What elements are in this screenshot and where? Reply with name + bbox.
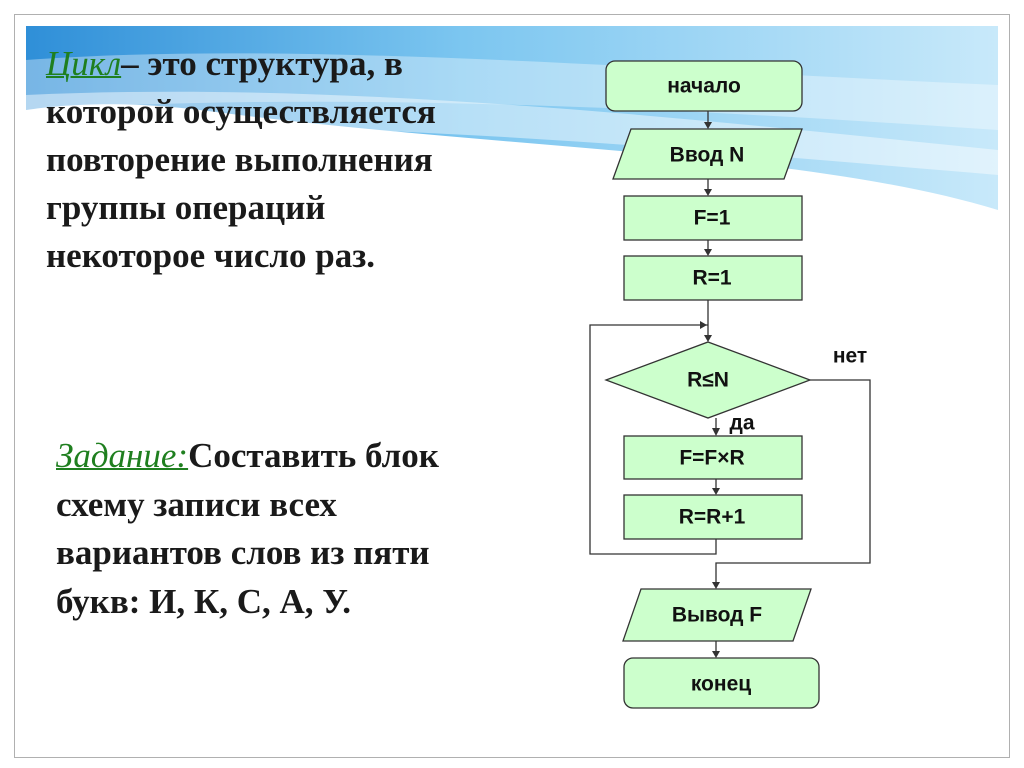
condition-label: R≤N <box>687 369 729 392</box>
input-block: Ввод N <box>612 128 803 180</box>
flowchart-connectors <box>589 111 871 658</box>
task-text: Составить блок схему записи всех вариант… <box>56 436 439 621</box>
input-label: Ввод N <box>670 144 745 167</box>
end-block: конец <box>623 657 820 709</box>
output-block: Вывод F <box>622 588 812 642</box>
start-block: начало <box>605 60 803 112</box>
increment-block: R=R+1 <box>623 494 803 540</box>
multiply-block: F=F×R <box>623 435 803 480</box>
output-label: Вывод F <box>672 604 762 627</box>
definition-text: – это структура, в которой осуществляетс… <box>46 44 436 275</box>
increment-label: R=R+1 <box>679 506 746 529</box>
init-r-label: R=1 <box>692 267 731 290</box>
task-paragraph: Задание:Составить блок схему записи всех… <box>56 432 456 626</box>
init-r-block: R=1 <box>623 255 803 301</box>
definition-term: Цикл <box>46 44 122 83</box>
definition-paragraph: Цикл– это структура, в которой осуществл… <box>46 40 456 280</box>
init-f-label: F=1 <box>694 207 731 230</box>
end-label: конец <box>691 673 751 696</box>
condition-block: R≤N <box>604 341 812 419</box>
no-branch-label: нет <box>833 345 867 368</box>
task-label: Задание: <box>56 436 189 475</box>
yes-branch-label: да <box>729 412 754 435</box>
init-f-block: F=1 <box>623 195 803 241</box>
multiply-label: F=F×R <box>679 447 744 470</box>
start-label: начало <box>667 75 741 98</box>
